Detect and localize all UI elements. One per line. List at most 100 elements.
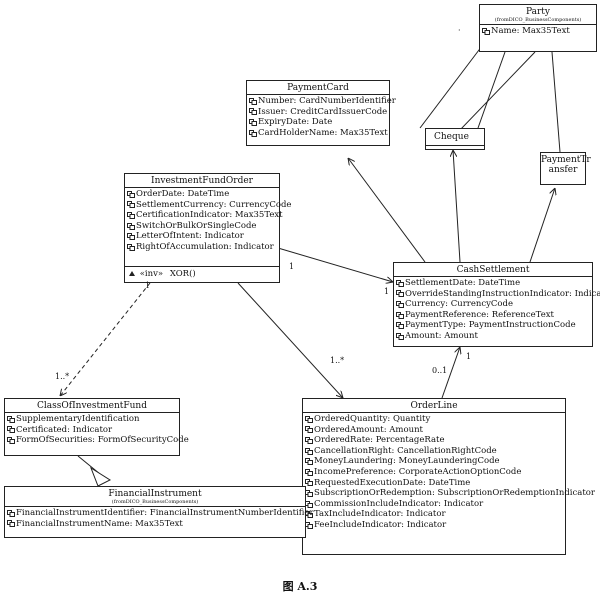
- class-name: PaymentCard: [287, 83, 349, 93]
- attribute-text: CardHolderName: Max35Text: [258, 127, 388, 138]
- class-name: CashSettlement: [456, 265, 530, 275]
- class-payment-card[interactable]: PaymentCard Number: CardNumberIdentifier…: [246, 80, 396, 146]
- figure-caption: 图 A.3: [282, 580, 318, 593]
- multiplicity-cash-ifo: 1: [384, 287, 390, 296]
- attribute-row: Certificated: Indicator: [7, 425, 177, 436]
- attribute-icon: [305, 521, 313, 529]
- class-financial-instrument[interactable]: FinancialInstrument (fromDICO_BusinessCo…: [4, 486, 314, 538]
- attribute-icon: [249, 108, 257, 116]
- attribute-row: CertificationIndicator: Max35Text: [127, 210, 283, 221]
- attribute-row: FinancialInstrumentIdentifier: Financial…: [7, 508, 314, 519]
- attribute-row: Currency: CurrencyCode: [396, 299, 590, 310]
- attribute-row: FeeIncludeIndicator: Indicator: [305, 520, 563, 531]
- attribute-text: FormOfSecurities: FormOfSecurityCode: [16, 435, 189, 446]
- attribute-text: Amount: Amount: [405, 330, 478, 341]
- attribute-icon: [127, 233, 135, 241]
- operation-icon: [129, 270, 135, 276]
- attribute-text: LetterOfIntent: Indicator: [136, 231, 244, 242]
- attribute-text: RequestedExecutionDate: DateTime: [314, 477, 471, 488]
- multiplicity-orderline-cash: 0..1: [432, 366, 448, 375]
- attribute-row: OrderedQuantity: Quantity: [305, 414, 563, 425]
- attribute-text: FeeIncludeIndicator: Indicator: [314, 519, 447, 530]
- attribute-icon: [7, 509, 15, 517]
- attribute-row: IncomePreference: CorporateActionOptionC…: [305, 467, 563, 478]
- attribute-row: RequestedExecutionDate: DateTime: [305, 478, 563, 489]
- class-name-line2: ansfer: [548, 165, 578, 175]
- class-name: FinancialInstrument: [108, 489, 202, 499]
- attribute-icon: [396, 322, 404, 330]
- attribute-text: Number: CardNumberIdentifier: [258, 96, 396, 106]
- attribute-row: OrderDate: DateTime: [127, 189, 277, 200]
- operation-stereotype: «inv»: [139, 268, 164, 279]
- attribute-row: SwitchOrBulkOrSingleCode: [127, 221, 277, 232]
- class-name: Cheque: [434, 132, 469, 142]
- attribute-icon: [305, 468, 313, 476]
- attribute-icon: [305, 415, 313, 423]
- attribute-row: PaymentReference: ReferenceText: [396, 310, 590, 321]
- attribute-row: Issuer: CreditCardIssuerCode: [249, 107, 387, 118]
- attribute-text: OrderDate: DateTime: [136, 189, 230, 199]
- attribute-icon: [396, 311, 404, 319]
- class-stereotype: (fromDICO_BusinessComponents): [111, 499, 199, 505]
- class-header: PaymentCard: [247, 81, 389, 95]
- class-payment-transfer[interactable]: PaymentTr ansfer: [540, 152, 591, 185]
- attribute-icon: [305, 479, 313, 487]
- multiplicity-ifo-cash: 1: [289, 262, 295, 271]
- attribute-text: CancellationRight: CancellationRightCode: [314, 445, 497, 456]
- class-name: Party: [525, 7, 551, 17]
- attribute-text: Name: Max35Text: [491, 26, 570, 36]
- attribute-row: OrderedAmount: Amount: [305, 425, 563, 436]
- attribute-text: ExpiryDate: Date: [258, 117, 333, 128]
- attribute-row: RightOfAccumulation: Indicator: [127, 242, 277, 253]
- attribute-icon: [249, 97, 257, 105]
- attribute-text: FinancialInstrumentIdentifier: Financial…: [16, 508, 314, 518]
- class-party[interactable]: Party (fromDICO_BusinessComponents) Name…: [479, 4, 597, 52]
- attribute-text: PaymentType: PaymentInstructionCode: [405, 320, 576, 331]
- class-cheque[interactable]: Cheque: [425, 128, 485, 150]
- stray-dot: ·: [458, 26, 461, 35]
- attribute-icon: [249, 129, 257, 137]
- cashsettlement-to-paymentcard: [348, 158, 426, 263]
- attribute-text: SettlementDate: DateTime: [405, 278, 521, 288]
- attribute-row: TaxIncludeIndicator: Indicator: [305, 509, 563, 520]
- attribute-text: SubscriptionOrRedemption: SubscriptionOr…: [314, 488, 595, 499]
- attribute-text: PaymentReference: ReferenceText: [405, 309, 554, 320]
- attribute-text: SupplementaryIdentification: [16, 414, 140, 424]
- orderline-to-cashsettlement: [441, 347, 460, 399]
- class-header: ClassOfInvestmentFund: [5, 399, 179, 413]
- attribute-text: OrderedAmount: Amount: [314, 424, 423, 435]
- class-name: ClassOfInvestmentFund: [37, 401, 147, 411]
- attribute-row: SettlementCurrency: CurrencyCode: [127, 200, 291, 211]
- attribute-row: FormOfSecurities: FormOfSecurityCode: [7, 435, 189, 446]
- attribute-row: ExpiryDate: Date: [249, 117, 387, 128]
- attribute-text: SettlementCurrency: CurrencyCode: [136, 199, 292, 210]
- attribute-row: CancellationRight: CancellationRightCode: [305, 446, 563, 457]
- class-name: InvestmentFundOrder: [151, 176, 253, 186]
- attribute-text: Issuer: CreditCardIssuerCode: [258, 106, 388, 117]
- attribute-row: SubscriptionOrRedemption: SubscriptionOr…: [305, 488, 595, 499]
- attribute-icon: [127, 201, 135, 209]
- attribute-icon: [127, 222, 135, 230]
- attribute-row: FinancialInstrumentName: Max35Text: [7, 519, 303, 530]
- attribute-icon: [249, 118, 257, 126]
- attribute-text: OrderedRate: PercentageRate: [314, 435, 445, 446]
- attribute-icon: [127, 190, 135, 198]
- attribute-row: Number: CardNumberIdentifier: [249, 96, 396, 107]
- attribute-icon: [305, 489, 313, 497]
- attribute-icon: [127, 243, 135, 251]
- attribute-text: CertificationIndicator: Max35Text: [136, 210, 283, 221]
- attribute-text: TaxIncludeIndicator: Indicator: [314, 509, 446, 520]
- class-class-of-investment-fund[interactable]: ClassOfInvestmentFund SupplementaryIdent…: [4, 398, 189, 456]
- attribute-text: Currency: CurrencyCode: [405, 299, 514, 310]
- attribute-row: Amount: Amount: [396, 331, 590, 342]
- attribute-row: LetterOfIntent: Indicator: [127, 231, 277, 242]
- class-header: Party (fromDICO_BusinessComponents): [480, 5, 596, 25]
- party-transfer-link-a: [459, 51, 536, 131]
- class-header: OrderLine: [303, 399, 565, 413]
- attribute-icon: [396, 300, 404, 308]
- party-cheque-link-a: [419, 45, 483, 129]
- operation-name: XOR(): [169, 268, 196, 279]
